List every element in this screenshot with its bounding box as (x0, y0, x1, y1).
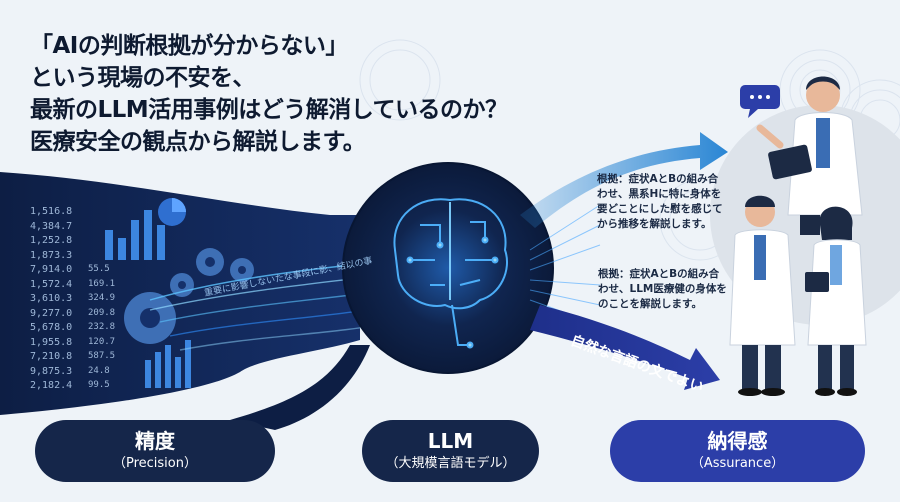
headline-line-3: 最新のLLM活用事例はどう解消しているのか？ (30, 97, 508, 123)
precision-pill: 精度 （Precision） (35, 420, 275, 482)
pill-subtitle: （Assurance） (690, 456, 785, 471)
rationale-callout-top: 根拠：症状AとBの組み合 わせ、黒系Hに特に身体を 要どことにした慰を感じて か… (597, 172, 727, 232)
doctor-illustration (729, 76, 867, 396)
bar-chart-icon (105, 210, 165, 260)
headline-line-1: 「AIの判断根拠が分からない」 (30, 33, 348, 59)
ticker-value: 7,914.0 (30, 264, 73, 275)
upper-arrow (520, 132, 728, 228)
ticker-value: 1,516.8 (30, 206, 73, 217)
callout-line: 根拠：症状AとBの組み合 (597, 173, 719, 185)
rationale-callout-bottom: 根拠：症状AとBの組み合 わせ、LLM医療健の身体を のことを解説します。 (598, 267, 728, 312)
ticker-value: 3,610.3 (30, 293, 73, 304)
callout-line: 要どことにした慰を感じて (597, 203, 723, 215)
bottom-swoosh (230, 345, 370, 430)
headline-line-2: という現場の不安を、 (30, 65, 256, 91)
ticker-value: 1,873.3 (30, 249, 73, 261)
ticker-value: 55.5 (88, 264, 110, 274)
bar-chart-icon-2 (145, 340, 191, 388)
ticker-value: 2,182.4 (30, 380, 73, 391)
ticker-value: 9,277.0 (30, 307, 73, 319)
llm-pill: LLM （大規模言語モデル） (362, 420, 539, 482)
pill-title: 納得感 (707, 429, 768, 453)
ticker-value: 1,572.4 (30, 278, 73, 290)
ticker-value: 169.1 (88, 278, 116, 289)
headline: 「AIの判断根拠が分からない」 という現場の不安を、 最新のLLM活用事例はどう… (30, 30, 590, 158)
ticker-numbers: 1,516.8 4,384.7 1,252.8 1,873.3 7,914.0 … (30, 205, 72, 394)
ticker-value: 209.8 (88, 307, 116, 318)
ticker-value: 4,384.7 (30, 220, 73, 232)
ticker-value: 324.9 (88, 293, 116, 303)
ticker-value: 1,955.8 (30, 336, 73, 348)
ticker-numbers-2: 55.5 169.1 324.9 209.8 232.8 120.7 587.5… (88, 262, 115, 393)
gear-icon (124, 248, 254, 344)
ticker-value: 24.8 (88, 365, 110, 376)
pie-chart-icon (158, 198, 186, 226)
ticker-value: 120.7 (88, 336, 116, 347)
callout-line: のことを解説します。 (598, 298, 702, 310)
ticker-value: 9,875.3 (30, 365, 73, 377)
ticker-value: 99.5 (88, 380, 110, 390)
ticker-value: 7,210.8 (30, 351, 73, 362)
pill-title: 精度 (135, 429, 175, 453)
callout-line: わせ、黒系Hに特に身体を (597, 188, 722, 200)
callout-line: わせ、LLM医療健の身体を (598, 283, 727, 295)
callout-line: から推移を解説します。 (597, 218, 712, 230)
callout-line: 根拠：症状AとBの組み合 (598, 268, 720, 280)
pill-subtitle: （Precision） (112, 456, 197, 471)
ticker-value: 232.8 (88, 322, 116, 332)
headline-line-4: 医療安全の観点から解説します。 (30, 129, 366, 155)
brain-circuit-icon (393, 198, 508, 349)
ticker-value: 587.5 (88, 351, 116, 361)
pill-subtitle: （大規模言語モデル） (385, 456, 516, 471)
brain-orb (342, 162, 554, 374)
chat-bubble-icon (740, 85, 780, 118)
ticker-value: 1,252.8 (30, 235, 73, 246)
assurance-pill: 納得感 （Assurance） (610, 420, 865, 482)
ticker-value: 5,678.0 (30, 322, 73, 333)
lower-arrow (530, 305, 720, 390)
pill-title: LLM (427, 429, 474, 453)
